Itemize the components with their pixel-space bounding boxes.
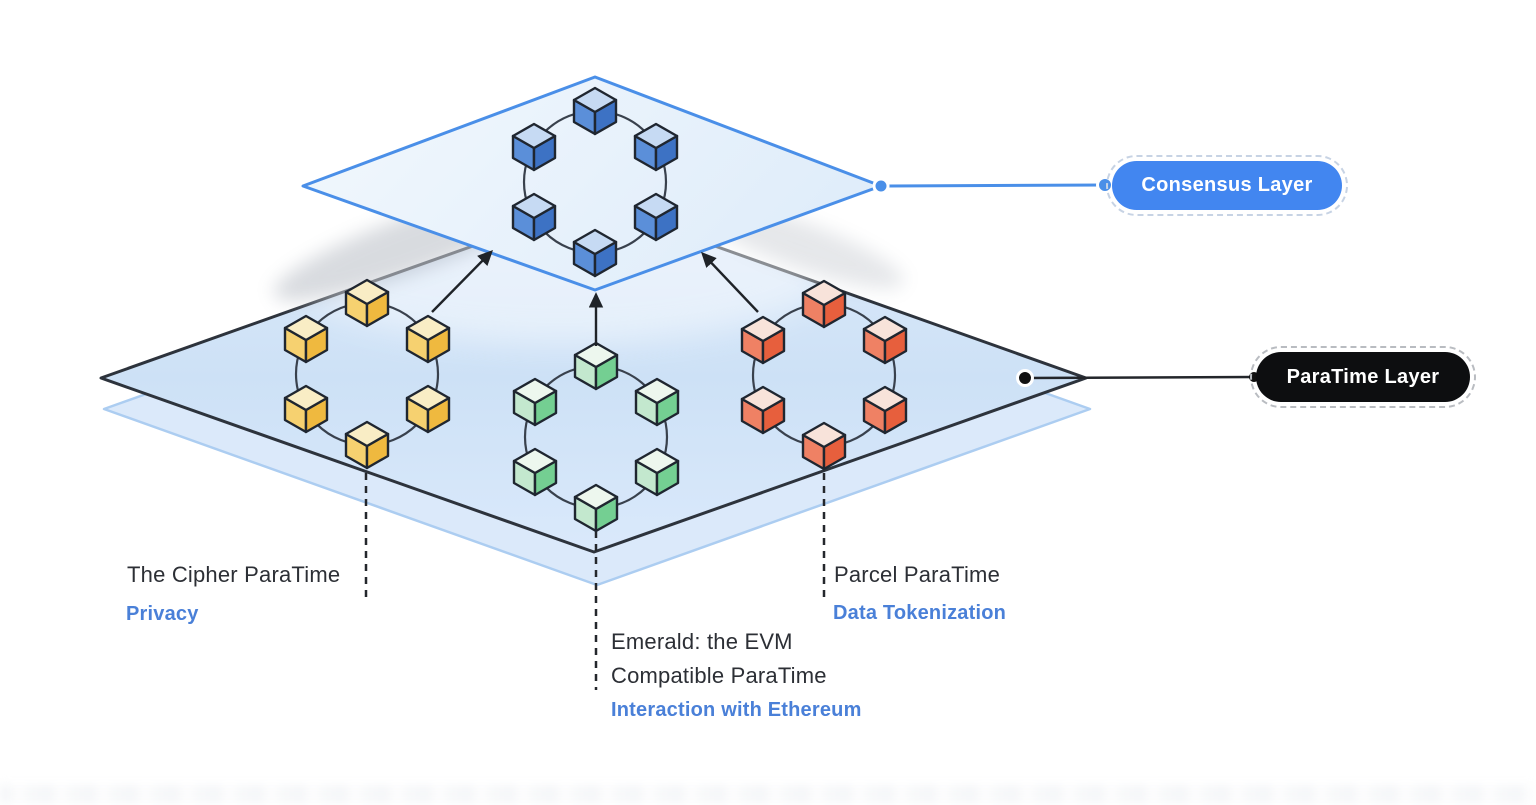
emerald-paratime-label-line1: Emerald: the EVM [611, 629, 793, 654]
arrow-up-left-icon [431, 249, 494, 313]
consensus-layer-pill: Consensus Layer [1106, 155, 1348, 216]
consensus-connector-line [880, 183, 1106, 188]
consensus-ring [511, 86, 679, 278]
emerald-feature-label: Interaction with Ethereum [611, 699, 862, 721]
emerald-paratime-label-line2: Compatible ParaTime [611, 663, 827, 688]
arrow-up-right-icon [701, 251, 759, 313]
paratime-connector-line [1024, 375, 1255, 380]
emerald-ring [512, 341, 680, 533]
cipher-paratime-label: The Cipher ParaTime [127, 562, 341, 587]
parcel-ring [740, 279, 908, 471]
parcel-paratime-label: Parcel ParaTime [834, 562, 1001, 587]
blurred-content-strip [0, 785, 1536, 803]
consensus-connector-dot [872, 177, 890, 195]
consensus-plane [301, 75, 883, 292]
paratime-layer-pill: ParaTime Layer [1250, 346, 1476, 408]
parcel-feature-label: Data Tokenization [833, 602, 1007, 624]
paratime-connector-dot [1016, 369, 1034, 387]
cipher-ring [283, 278, 451, 470]
cipher-feature-label: Privacy [126, 603, 199, 625]
